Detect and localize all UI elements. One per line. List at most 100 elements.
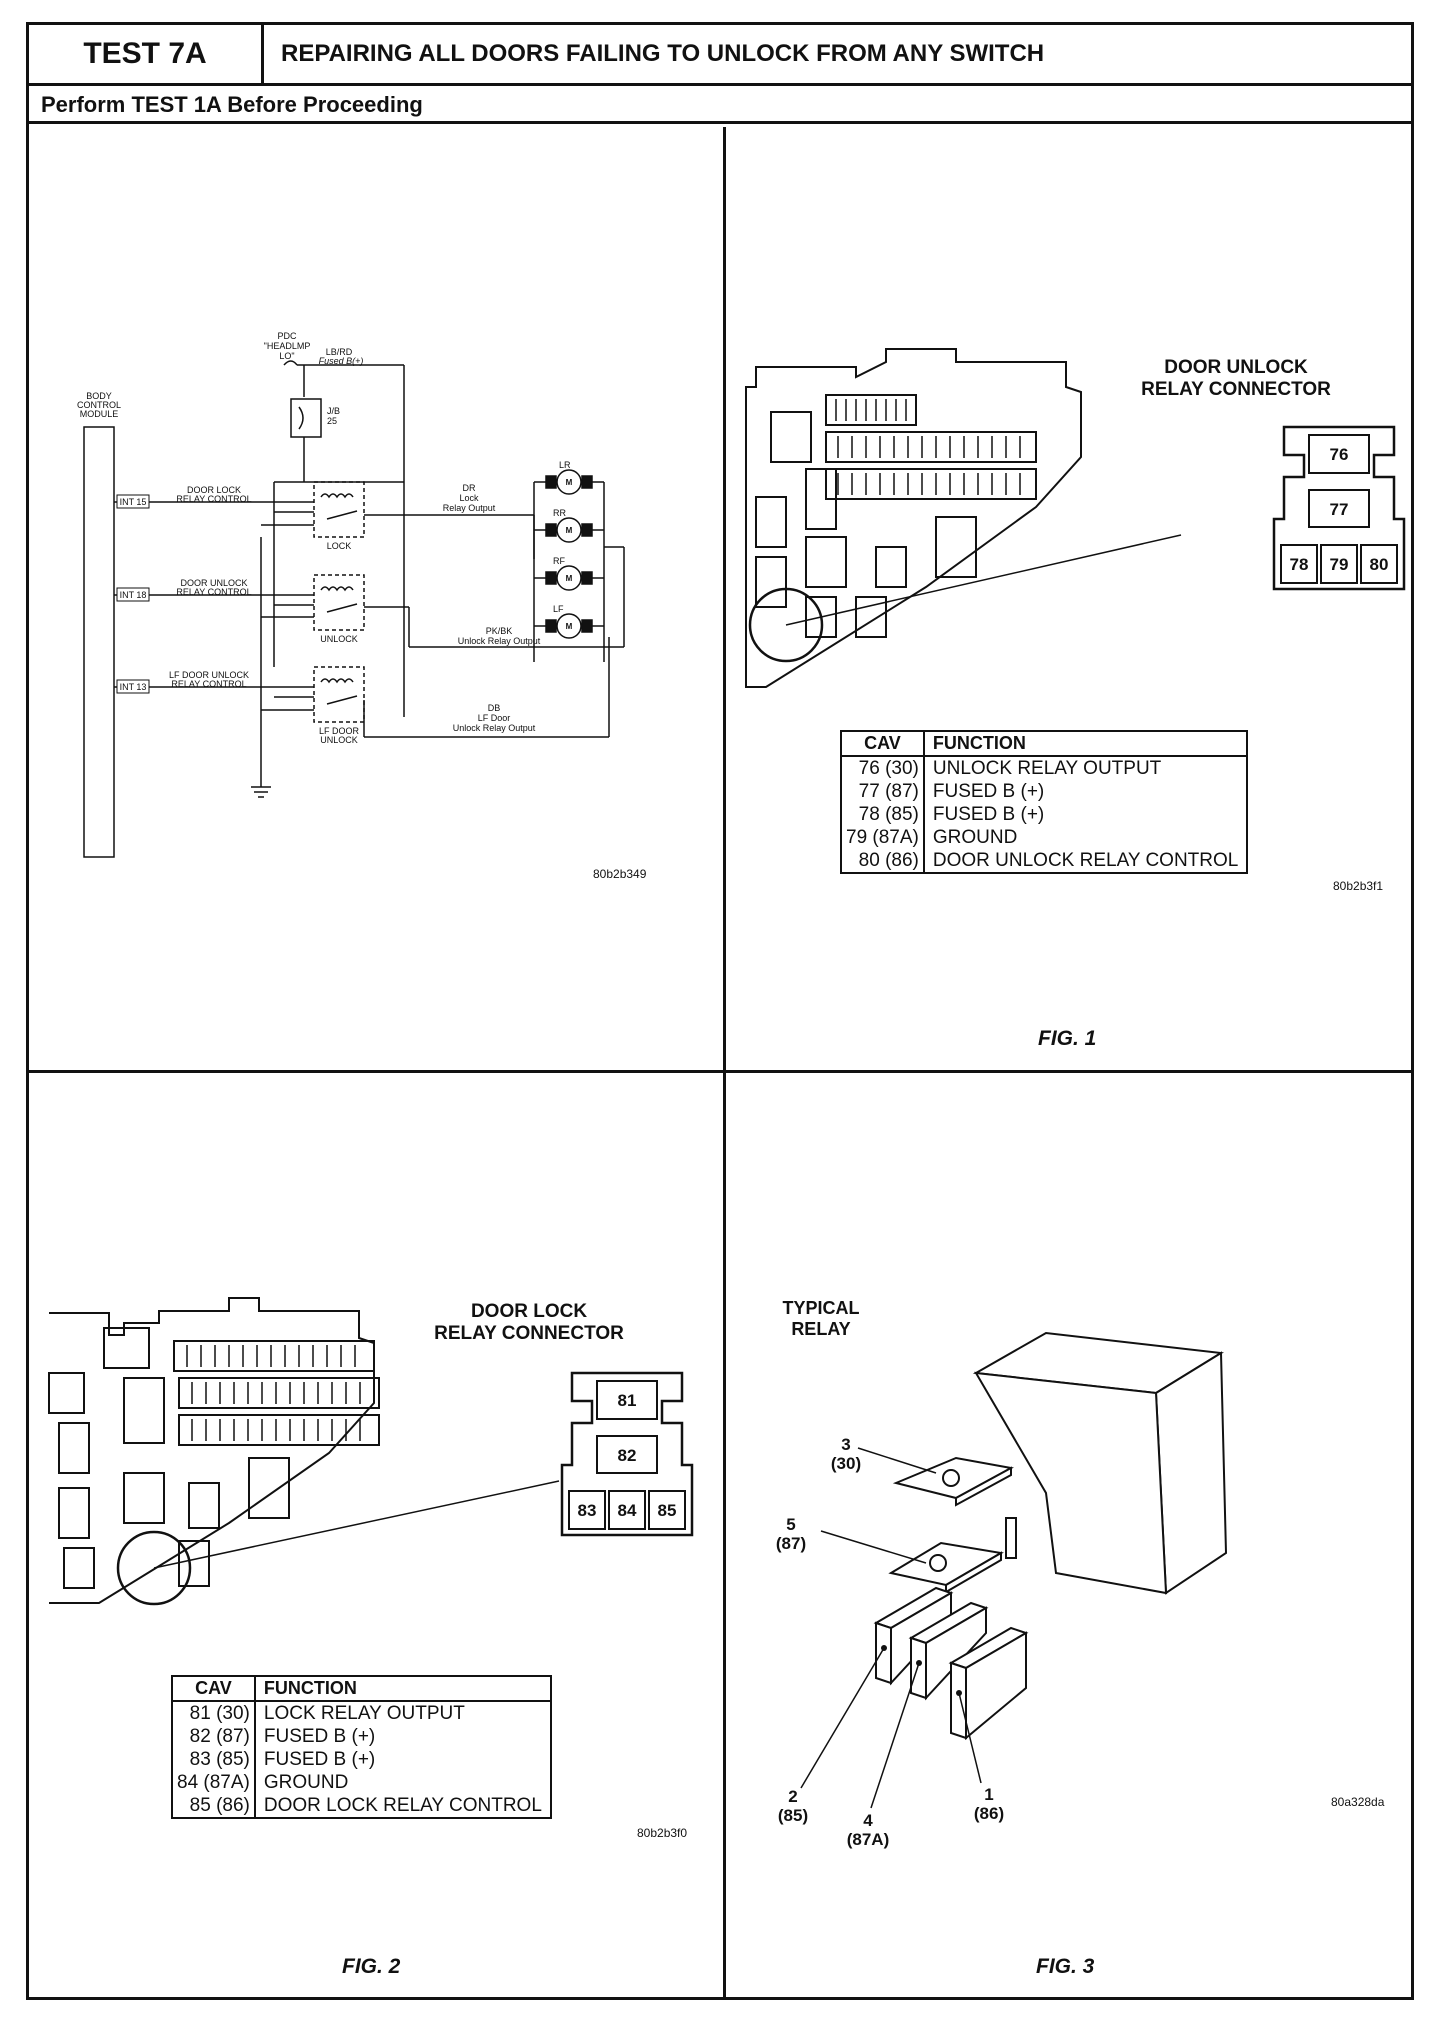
fig2-cav-cell: 84 (87A) <box>172 1771 256 1794</box>
fig1-function-cell: FUSED B (+) <box>932 804 1045 825</box>
fig2-pin-82: 82 <box>618 1446 637 1465</box>
fig2-function-cell: FUSED B (+) <box>263 1726 376 1747</box>
motor-rr-symbol: M <box>566 526 573 535</box>
fig2-pin-85: 85 <box>658 1501 677 1520</box>
headlmp-label: "HEADLMP <box>264 341 311 351</box>
fig1-function-header: FUNCTION <box>922 730 1249 757</box>
lf-door-unlock-relay-control-label: LF DOOR UNLOCK <box>169 670 249 680</box>
fig2-connector-title-line2: RELAY CONNECTOR <box>434 1323 624 1344</box>
lock-relay-label: LOCK <box>327 541 352 551</box>
relay-pin-cavity: (87) <box>775 1534 807 1553</box>
table-row: 77 (87) FUSED B (+) <box>841 780 1247 803</box>
fig2-label: FIG. 2 <box>342 1955 401 1978</box>
fig2-pin-84: 84 <box>618 1501 637 1520</box>
lo-label: LO" <box>279 351 294 361</box>
motor-rf-label: RF <box>553 556 565 566</box>
relay-pin-1-label: 1 (86) <box>964 1785 1014 1823</box>
dr-wire-label-3: Relay Output <box>443 503 496 513</box>
motor-rr-label: RR <box>553 508 566 518</box>
table-row: 78 (85) FUSED B (+) <box>841 803 1247 826</box>
db-wire-label-2: LF Door <box>478 713 511 723</box>
pkbk-wire-label: PK/BK <box>486 626 513 636</box>
relay-pin-2-label: 2 (85) <box>768 1787 818 1825</box>
typical-relay-title: TYPICAL RELAY <box>776 1298 866 1340</box>
fig1-cav-cell: 78 (85) <box>841 803 925 826</box>
fig1-pin-76: 76 <box>1330 445 1349 464</box>
prerequisite-note: Perform TEST 1A Before Proceeding <box>29 86 1411 124</box>
fig3-panel: TYPICAL RELAY 3 (30) 5 (87) 2 (85) 4 (87… <box>726 1073 1411 1997</box>
fig2-code: 80b2b3f0 <box>637 1826 688 1840</box>
unlock-relay-label: UNLOCK <box>320 634 358 644</box>
relay-pin-number: 5 <box>786 1515 796 1534</box>
lf-door-relay-label-2: UNLOCK <box>320 735 358 745</box>
db-wire-label-3: Unlock Relay Output <box>453 723 536 733</box>
fig1-cav-cell: 80 (86) <box>841 849 925 873</box>
table-row: 76 (30) UNLOCK RELAY OUTPUT <box>841 756 1247 780</box>
table-row: 79 (87A) GROUND <box>841 826 1247 849</box>
fig1-cav-cell: 77 (87) <box>841 780 925 803</box>
unlock-relay <box>313 574 365 631</box>
fig1-connector-title: DOOR UNLOCK RELAY CONNECTOR <box>1066 357 1406 401</box>
fig1-cav-cell: 79 (87A) <box>841 826 925 849</box>
door-lock-motors <box>534 469 604 639</box>
body-control-module <box>83 426 115 858</box>
fig2-panel: 81 82 83 84 85 DOOR LOCK RELAY CONNECTOR… <box>29 1073 723 1997</box>
fig1-function-cell: FUSED B (+) <box>932 781 1045 802</box>
relay-pin-3-label: 3 (30) <box>821 1435 871 1473</box>
dr-wire-label-2: Lock <box>459 493 479 503</box>
bcm-label: BODY <box>86 391 112 401</box>
relay-pin-5-label: 5 (87) <box>766 1515 816 1553</box>
relay-pin-cavity: (85) <box>777 1806 809 1825</box>
table-row: 83 (85)FUSED B (+) <box>172 1748 551 1771</box>
fig1-fuse-block-illustration: 76 77 78 79 80 <box>745 348 1406 688</box>
schematic-code: 80b2b349 <box>593 867 647 881</box>
fig2-function-cell: DOOR LOCK RELAY CONTROL <box>263 1795 542 1816</box>
fig1-pin-79: 79 <box>1330 555 1349 574</box>
typical-relay-illustration <box>800 1331 1228 1809</box>
fig2-pin-81: 81 <box>618 1391 637 1410</box>
jb-label: J/B <box>327 406 340 416</box>
fig1-cav-cell: 76 (30) <box>841 756 925 780</box>
motor-rf-symbol: M <box>566 574 573 583</box>
fig1-function-cell: UNLOCK RELAY OUTPUT <box>932 758 1162 779</box>
lf-door-relay-label: LF DOOR <box>319 726 360 736</box>
table-row: 81 (30)LOCK RELAY OUTPUT <box>172 1701 551 1725</box>
wiring-schematic: PDC "HEADLMP LO" LB/RD Fused B(+) J/B 25… <box>77 331 625 858</box>
relay-pin-cavity: (87A) <box>846 1830 890 1849</box>
fig1-connector-title-line2: RELAY CONNECTOR <box>1141 379 1331 400</box>
fig1-pin-77: 77 <box>1330 500 1349 519</box>
motor-lr-symbol: M <box>566 478 573 487</box>
lock-relay <box>313 481 365 538</box>
fig2-function-cell: FUSED B (+) <box>263 1749 376 1770</box>
bcm-label-3: MODULE <box>80 409 119 419</box>
jb-number: 25 <box>327 416 337 426</box>
typical-relay-title-line2: RELAY <box>791 1319 851 1339</box>
fig2-cav-cell: 85 (86) <box>172 1794 256 1818</box>
lf-door-unlock-relay <box>313 666 365 723</box>
int-13-label: INT 13 <box>120 682 147 692</box>
table-row: 85 (86) DOOR LOCK RELAY CONTROL <box>172 1794 551 1818</box>
page-frame: TEST 7A REPAIRING ALL DOORS FAILING TO U… <box>26 22 1414 2000</box>
pdc-label: PDC <box>277 331 297 341</box>
dr-wire-label: DR <box>463 483 476 493</box>
test-id: TEST 7A <box>29 25 264 83</box>
table-row: 80 (86)DOOR UNLOCK RELAY CONTROL <box>841 849 1247 873</box>
fig2-function-header: FUNCTION <box>253 1675 552 1702</box>
typical-relay-title-line1: TYPICAL <box>782 1298 860 1318</box>
fig1-connector-outline <box>1272 425 1406 591</box>
bcm-label-2: CONTROL <box>77 400 121 410</box>
lf-door-unlock-relay-control-label-2: RELAY CONTROL <box>171 679 246 689</box>
horizontal-divider <box>29 1070 1411 1073</box>
relay-pin-number: 1 <box>984 1785 994 1804</box>
vertical-divider <box>723 127 726 1997</box>
fig2-cav-header: CAV <box>171 1675 256 1702</box>
fig2-pin-83: 83 <box>578 1501 597 1520</box>
fig1-function-cell: GROUND <box>932 827 1018 848</box>
fig2-cavity-table: CAV FUNCTION 81 (30)LOCK RELAY OUTPUT 82… <box>171 1675 552 1819</box>
door-lock-relay-control-label: DOOR LOCK <box>187 485 241 495</box>
fig1-label: FIG. 1 <box>1038 1027 1097 1050</box>
fig1-connector-title-line1: DOOR UNLOCK <box>1164 357 1308 378</box>
fig3-code: 80a328da <box>1331 1795 1385 1809</box>
relay-pin-number: 4 <box>863 1811 873 1830</box>
wire-lbrd-label: LB/RD <box>326 347 353 357</box>
